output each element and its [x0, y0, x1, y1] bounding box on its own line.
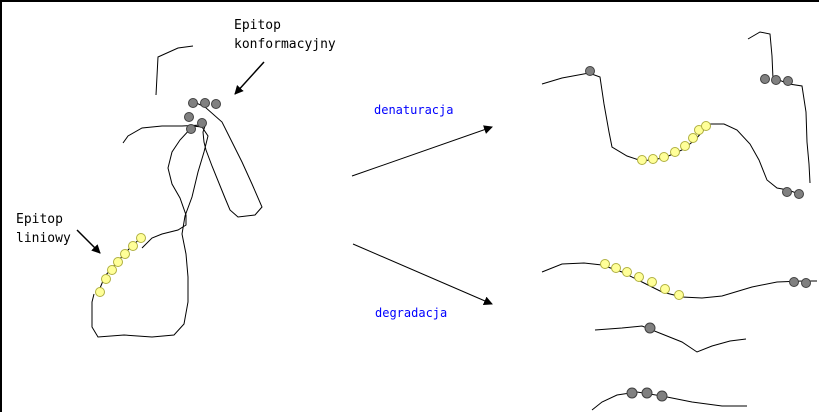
epitope-bead	[660, 153, 669, 162]
fragment-3	[592, 392, 747, 410]
linear-epitope-label: Epitop liniowy	[16, 210, 71, 248]
epitope-bead	[102, 275, 111, 284]
epitope-bead	[612, 264, 621, 273]
linear-epitope-beads	[96, 234, 146, 297]
conformational-epitope-label-line-2: konformacyjny	[234, 35, 336, 54]
fragment-3-grey-beads	[627, 388, 667, 401]
epitope-bead	[635, 273, 644, 282]
epitope-bead	[137, 234, 146, 243]
denatured-linear-beads	[638, 122, 711, 165]
epitope-bead	[114, 258, 123, 267]
epitope-bead	[761, 75, 770, 84]
linear-epitope-label-line-1: Epitop	[16, 210, 71, 229]
epitope-bead	[783, 188, 792, 197]
epitope-bead	[198, 119, 207, 128]
denatured-chain-left	[542, 73, 802, 195]
epitope-bead	[681, 142, 690, 151]
epitope-bead	[657, 391, 667, 401]
fragment-1-grey-beads	[790, 278, 811, 288]
epitope-bead	[642, 388, 652, 398]
epitope-bead	[795, 190, 804, 199]
epitope-bead	[627, 388, 637, 398]
epitope-bead	[212, 100, 221, 109]
epitope-bead	[702, 122, 711, 131]
epitope-bead	[201, 99, 210, 108]
linear-epitope-label-line-2: liniowy	[16, 229, 71, 248]
fragment-2	[595, 326, 746, 352]
epitope-bead	[671, 148, 680, 157]
epitope-bead	[648, 278, 657, 287]
fragment-2-grey-bead	[645, 323, 655, 333]
conformational-epitope-label-line-1: Epitop	[234, 16, 336, 35]
conformational-label-arrow	[235, 62, 264, 94]
denaturation-arrow	[352, 127, 492, 176]
epitope-bead	[601, 260, 610, 269]
epitope-bead	[790, 278, 799, 287]
degradation-label: degradacja	[375, 306, 447, 320]
folded-protein-chain	[92, 46, 262, 337]
epitope-bead	[784, 77, 793, 86]
epitope-bead	[129, 242, 138, 251]
conformational-epitope-label: Epitop konformacyjny	[234, 16, 336, 54]
epitope-bead	[586, 67, 595, 76]
denatured-chain-right	[748, 32, 810, 183]
epitope-bead	[802, 279, 811, 288]
epitope-bead	[675, 291, 684, 300]
epitope-bead	[96, 288, 105, 297]
epitope-bead	[638, 156, 647, 165]
epitope-bead	[661, 285, 670, 294]
epitope-bead	[649, 155, 658, 164]
denaturation-label: denaturacja	[374, 103, 453, 117]
epitope-bead	[121, 250, 130, 259]
epitope-bead	[189, 99, 198, 108]
epitope-bead	[623, 268, 632, 277]
epitope-bead	[689, 134, 698, 143]
fragment-1-linear-beads	[601, 260, 684, 300]
degradation-arrow	[353, 244, 492, 304]
linear-label-arrow	[77, 230, 100, 253]
epitope-bead	[185, 113, 194, 122]
denatured-conformational-beads	[586, 67, 804, 199]
epitope-bead	[187, 125, 196, 134]
epitope-bead	[108, 266, 117, 275]
epitope-bead	[772, 76, 781, 85]
